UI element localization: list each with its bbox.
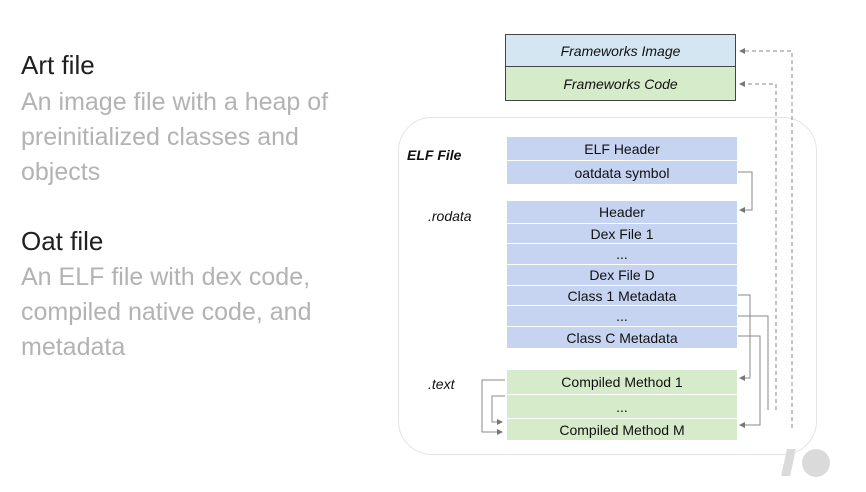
art-file-title: Art file: [21, 50, 95, 80]
rodata-label: .rodata: [428, 208, 472, 224]
text-loop-inner: [491, 395, 505, 425]
io-logo-circle-icon: [802, 449, 830, 477]
metadata-c-to-method-m-arrow: [738, 335, 761, 428]
text-loop-outer: [481, 379, 505, 435]
metadata-ellipsis-link: [738, 315, 769, 410]
art-file-description: An image file with a heap of preinitiali…: [21, 88, 329, 186]
text-ellipsis-row: ...: [507, 394, 737, 418]
dex-file-d-row: Dex File D: [507, 264, 737, 285]
oatdata-to-header-arrow: [738, 171, 753, 213]
compiled-method-m-row: Compiled Method M: [507, 418, 737, 440]
frameworks-image-box: Frameworks Image: [505, 34, 736, 67]
text-section-label: .text: [428, 376, 455, 392]
elf-file-label: ELF File: [407, 147, 462, 163]
compiled-method-1-row: Compiled Method 1: [507, 370, 737, 394]
oat-file-container: [398, 117, 817, 455]
dex-file-1-row: Dex File 1: [507, 223, 737, 243]
class-1-metadata-row: Class 1 Metadata: [507, 285, 737, 305]
class-c-metadata-row: Class C Metadata: [507, 326, 737, 348]
elf-header-row: ELF Header: [507, 137, 737, 160]
oat-file-title: Oat file: [21, 226, 104, 256]
metadata-ellipsis-row: ...: [507, 305, 737, 326]
dashed-link-frameworks-code: [739, 81, 777, 410]
frameworks-code-box: Frameworks Code: [505, 67, 736, 101]
oatdata-symbol-row: oatdata symbol: [507, 160, 737, 184]
rodata-header-row: Header: [507, 201, 737, 223]
rodata-ellipsis-row: ...: [507, 243, 737, 264]
dashed-link-frameworks-image: [739, 48, 793, 428]
oat-file-description: An ELF file with dex code, compiled nati…: [21, 263, 312, 361]
